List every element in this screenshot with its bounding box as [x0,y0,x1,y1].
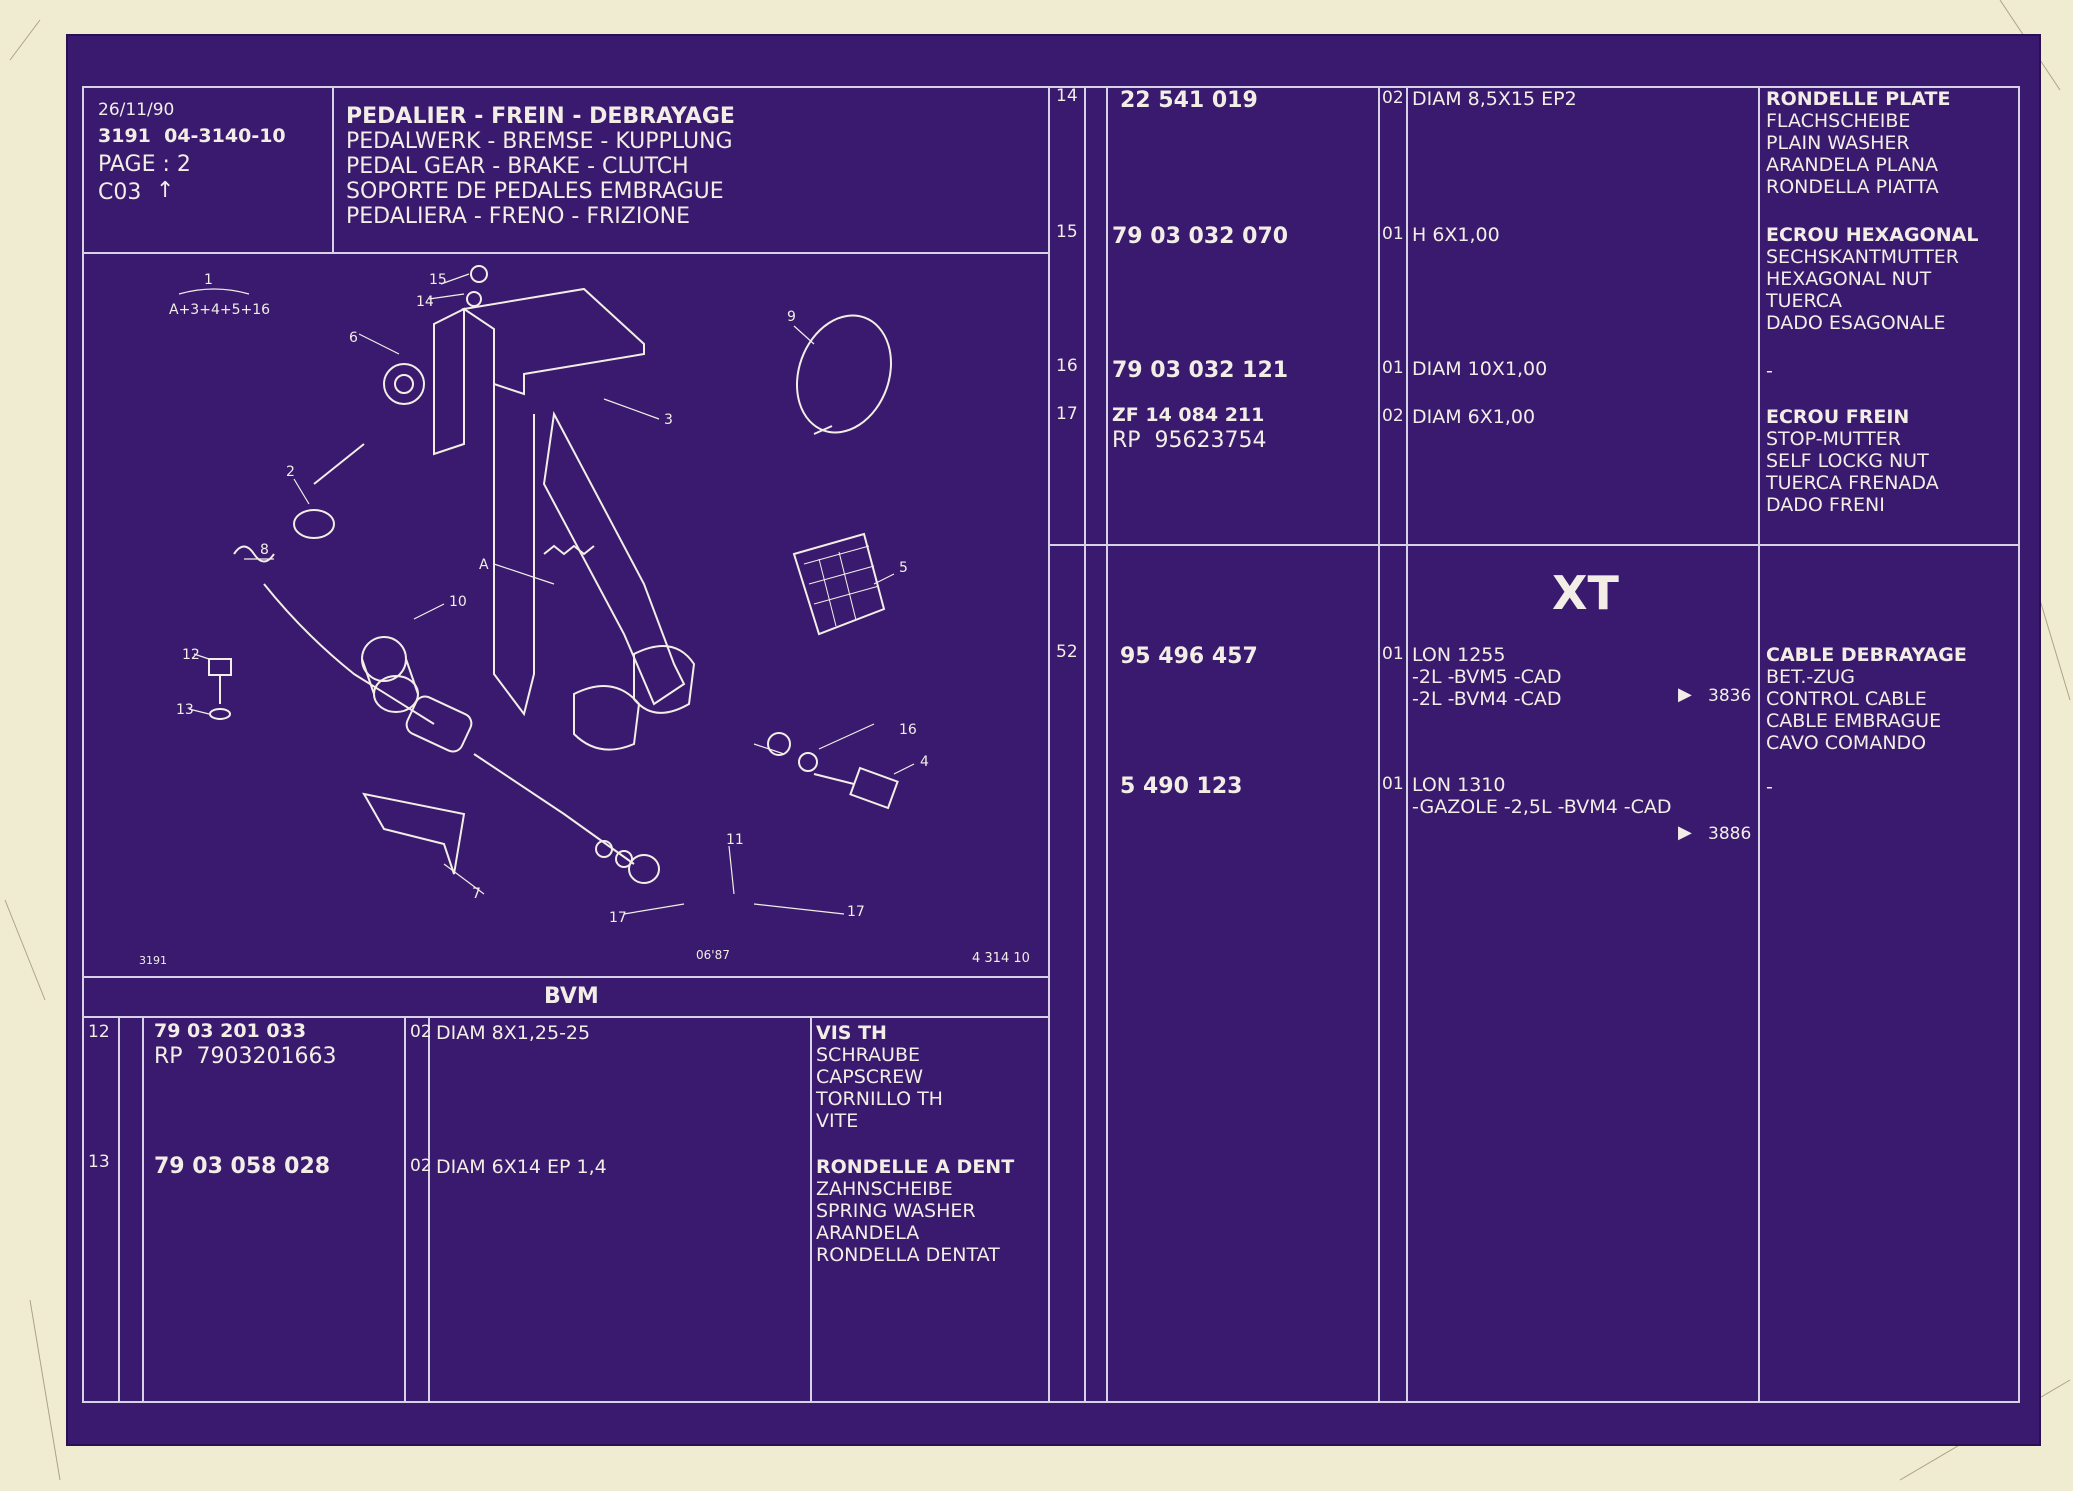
drawing-ref-small: 3191 [139,954,167,967]
description: DIAM 8X1,25-25 [436,1022,591,1044]
title-en: PEDAL GEAR - BRAKE - CLUTCH [346,154,689,179]
callout-14: 14 [416,294,434,310]
callout-a: A [479,557,489,573]
item-number: 13 [88,1152,110,1172]
callout-13: 13 [176,702,194,718]
callout-5: 5 [899,560,908,576]
callout-4: 4 [920,754,929,770]
description: DIAM 6X14 EP 1,4 [436,1156,607,1178]
quantity: 02 [410,1156,432,1176]
drawing-code: X314010 [926,971,998,974]
callout-2: 2 [286,464,295,480]
callout-12: 12 [182,647,200,663]
parts-table-frame [82,86,2020,1403]
reference-number: 3191 04-3140-10 [98,125,286,147]
callout-3: 3 [664,412,673,428]
callout-8: 8 [260,542,269,558]
part-names: RONDELLE A DENT ZAHNSCHEIBE SPRING WASHE… [816,1156,1015,1266]
page-number: PAGE : 2 [98,152,191,177]
bvm-section-title: BVM [544,984,599,1009]
callout-15: 15 [429,272,447,288]
callout-6: 6 [349,330,358,346]
callout-7: 7 [472,886,481,902]
part-number: 79 03 201 033 [154,1020,307,1042]
callout-17b: 17 [847,904,865,920]
title-de: PEDALWERK - BREMSE - KUPPLUNG [346,129,733,154]
part-number: 79 03 058 028 [154,1154,331,1179]
date: 26/11/90 [98,100,175,120]
callout-10: 10 [449,594,467,610]
part-number-rp: RP 7903201663 [154,1044,337,1069]
arrow-up-icon: ↑ [156,178,175,203]
play-arrow-icon: ▶ [1678,684,1692,705]
callout-a345: A+3+4+5+16 [169,302,270,318]
drawing-num-code: 4 314 10 [972,951,1030,966]
page-title: PEDALIER - FREIN - DEBRAYAGE PEDALWERK -… [346,104,735,229]
drawing-stamp: 06'87 [696,948,730,962]
section-code: C03 [98,180,142,205]
title-fr: PEDALIER - FREIN - DEBRAYAGE [346,104,735,129]
quantity: 02 [410,1022,432,1042]
callout-17a: 17 [609,910,627,926]
title-it: PEDALIERA - FRENO - FRIZIONE [346,204,690,229]
callout-9: 9 [787,309,796,325]
play-arrow-icon: ▶ [1678,822,1692,843]
part-names: VIS TH SCHRAUBE CAPSCREW TORNILLO TH VIT… [816,1022,943,1132]
xt-section-title: XT [1552,566,1619,620]
callout-1: 1 [204,272,213,288]
exploded-view-drawing: 1 A+3+4+5+16 15 14 6 9 3 2 A 8 10 5 12 1… [139,265,1030,974]
item-number: 12 [88,1022,110,1042]
microfiche-sheet: 26/11/90 3191 04-3140-10 PAGE : 2 C03 ↑ … [66,34,2041,1446]
title-es: SOPORTE DE PEDALES EMBRAGUE [346,179,724,204]
callout-16: 16 [899,722,917,738]
callout-11: 11 [726,832,744,848]
